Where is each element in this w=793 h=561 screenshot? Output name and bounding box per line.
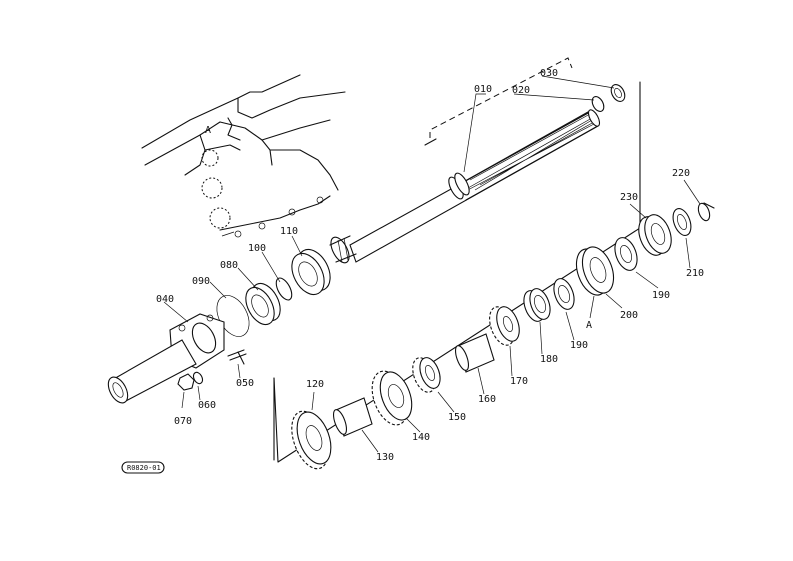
label-130: 130 <box>376 452 394 463</box>
label-220: 220 <box>672 168 690 179</box>
cover-040 <box>107 313 225 404</box>
washer-190-upper <box>614 237 638 271</box>
label-150: 150 <box>448 412 466 423</box>
bearing-030 <box>610 84 626 102</box>
label-070: 070 <box>174 416 192 427</box>
bearing-230 <box>638 214 672 256</box>
label-010: 010 <box>474 84 492 95</box>
bearing-200 <box>575 246 615 296</box>
transmission-housing <box>141 74 346 238</box>
label-200: 200 <box>620 310 638 321</box>
gear-120 <box>291 410 332 470</box>
collar-160 <box>454 333 495 373</box>
assembly-outline-dashed <box>429 57 573 138</box>
nut-070 <box>177 373 195 391</box>
label-100: 100 <box>248 243 266 254</box>
snap-ring-100 <box>275 277 293 301</box>
collar-130 <box>332 397 373 437</box>
part-labels: 010 020 030 040 050 060 070 080 090 100 … <box>156 68 704 463</box>
drawing-code: R0820-01 <box>127 464 161 472</box>
bushing-180 <box>523 288 551 322</box>
drawing-code-stamp: R0820-01 <box>121 461 165 474</box>
main-shaft <box>329 109 601 264</box>
label-020: 020 <box>512 85 530 96</box>
gear-150 <box>412 357 441 393</box>
label-190-lower: 190 <box>570 340 588 351</box>
gear-140 <box>371 370 413 426</box>
leader-lines <box>163 75 701 453</box>
label-180: 180 <box>540 354 558 365</box>
washer-210 <box>672 208 692 236</box>
label-190-upper: 190 <box>652 290 670 301</box>
gear-170 <box>489 306 520 346</box>
ref-mark-a-housing: A <box>205 125 211 136</box>
oil-seal-080 <box>245 282 281 326</box>
label-160: 160 <box>478 394 496 405</box>
label-050: 050 <box>236 378 254 389</box>
label-060: 060 <box>198 400 216 411</box>
snap-ring-220 <box>697 202 715 222</box>
washer-060 <box>192 371 204 385</box>
snap-ring-020 <box>591 96 605 112</box>
label-080: 080 <box>220 260 238 271</box>
label-040: 040 <box>156 294 174 305</box>
label-110: 110 <box>280 226 298 237</box>
label-140: 140 <box>412 432 430 443</box>
label-210: 210 <box>686 268 704 279</box>
bearing-110 <box>291 248 331 296</box>
label-230: 230 <box>620 192 638 203</box>
ref-mark-a-bearing: A <box>586 320 592 331</box>
stud-050 <box>227 349 247 365</box>
label-030: 030 <box>540 68 558 79</box>
label-120: 120 <box>306 379 324 390</box>
label-090: 090 <box>192 276 210 287</box>
label-170: 170 <box>510 376 528 387</box>
washer-190-lower <box>553 278 575 310</box>
